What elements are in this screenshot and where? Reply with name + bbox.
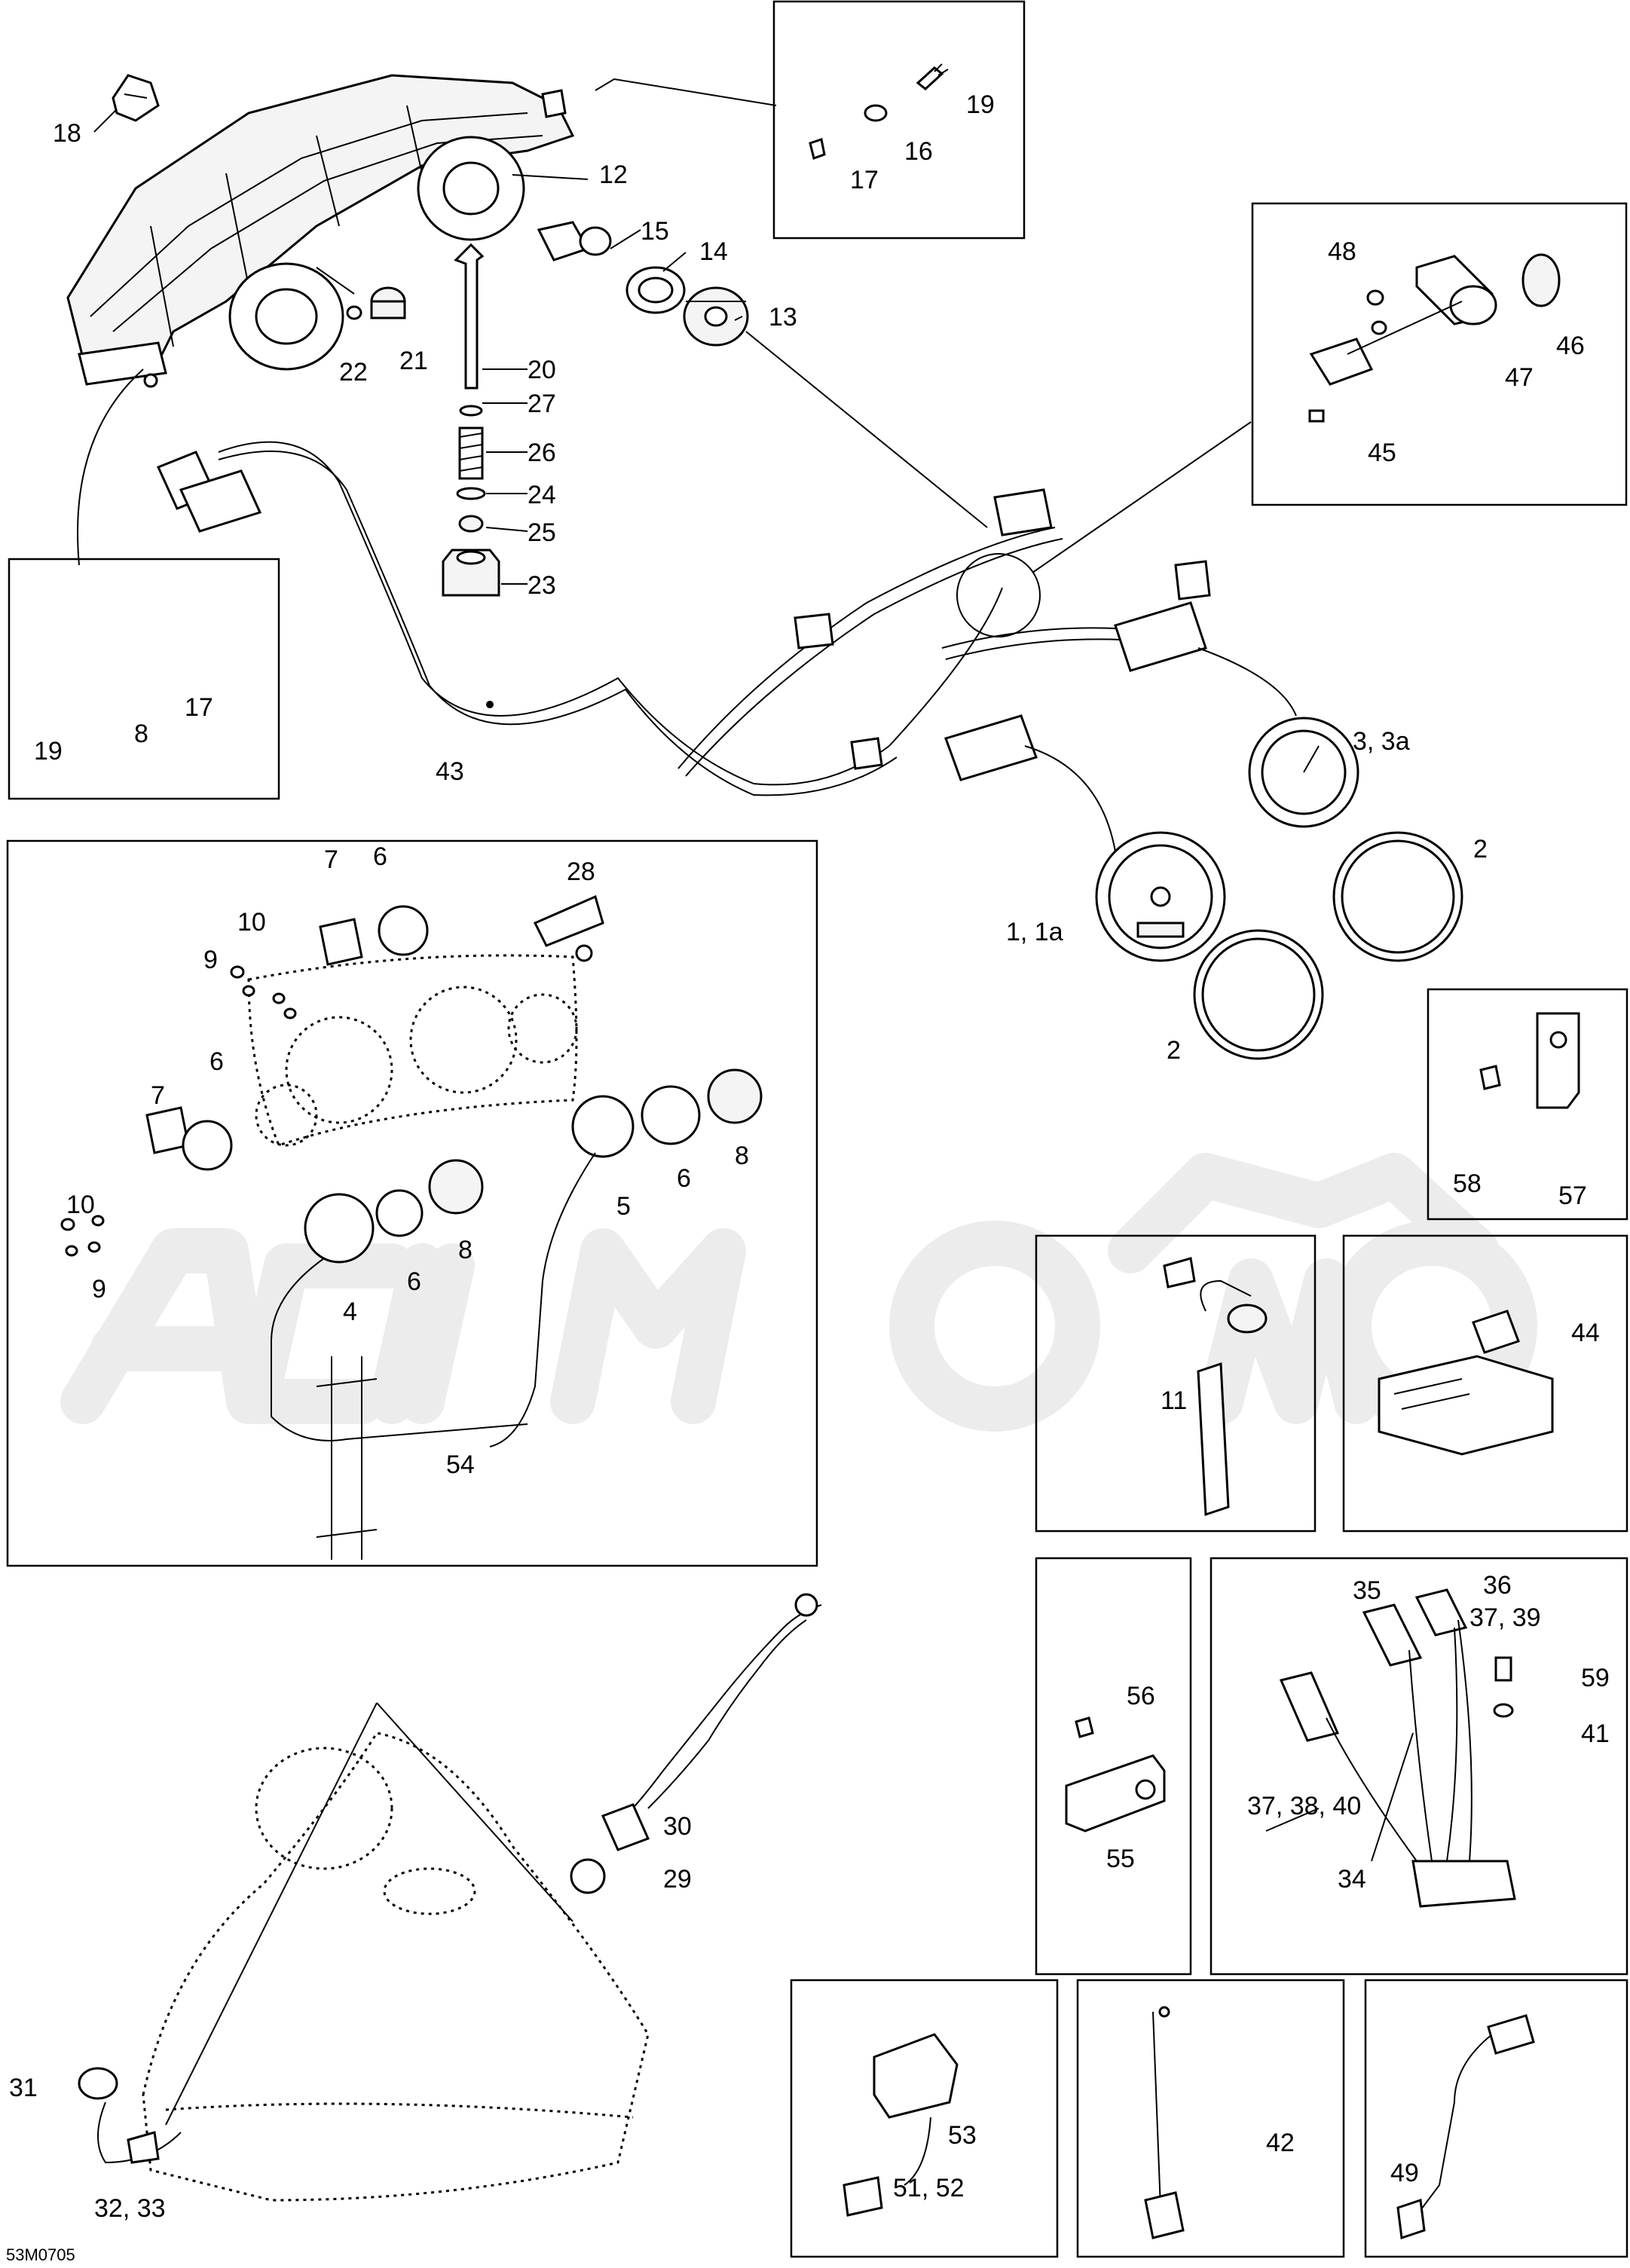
label-6b: 6 bbox=[209, 1047, 224, 1076]
wiring-harness-43 bbox=[156, 441, 1211, 796]
label-22: 22 bbox=[339, 358, 368, 387]
label-35: 35 bbox=[1353, 1576, 1381, 1605]
label-36: 36 bbox=[1483, 1571, 1512, 1600]
label-43: 43 bbox=[436, 757, 464, 786]
gauge-1 bbox=[1095, 831, 1226, 962]
label-3233: 32, 33 bbox=[94, 2194, 166, 2223]
inset-bracket-57-screw-58 bbox=[1479, 1012, 1580, 1109]
label-23: 23 bbox=[528, 571, 556, 600]
label-53: 53 bbox=[948, 2121, 977, 2150]
label-20: 20 bbox=[528, 356, 556, 384]
inset-bracket-55-screw-56 bbox=[1065, 1716, 1166, 1832]
label-29: 29 bbox=[663, 1865, 692, 1894]
inset-sensor-42 bbox=[1144, 2006, 1185, 2239]
boot-13 bbox=[683, 286, 749, 347]
label-373840: 37, 38, 40 bbox=[1247, 1792, 1361, 1820]
label-8c: 8 bbox=[458, 1236, 472, 1264]
label-54: 54 bbox=[446, 1450, 475, 1479]
label-14: 14 bbox=[699, 237, 728, 266]
label-10b: 10 bbox=[66, 1191, 95, 1219]
bulb-15 bbox=[537, 221, 612, 261]
label-48: 48 bbox=[1328, 237, 1356, 266]
leader-lines bbox=[93, 109, 1414, 1862]
label-5152: 51, 52 bbox=[893, 2174, 965, 2202]
label-1: 1, 1a bbox=[1006, 918, 1063, 946]
label-13: 13 bbox=[769, 303, 797, 332]
label-4: 4 bbox=[343, 1298, 357, 1326]
inset-fusebox-44 bbox=[1378, 1310, 1554, 1456]
label-9a: 9 bbox=[203, 946, 218, 974]
label-55: 55 bbox=[1106, 1845, 1135, 1873]
label-21: 21 bbox=[399, 347, 428, 375]
label-15: 15 bbox=[641, 217, 669, 246]
label-18: 18 bbox=[53, 119, 81, 148]
inset-boxes bbox=[6, 0, 1628, 2258]
instrument-cluster bbox=[60, 894, 763, 1560]
label-19a: 19 bbox=[966, 90, 995, 119]
label-3739: 37, 39 bbox=[1469, 1603, 1541, 1632]
lanyard-30 bbox=[570, 1593, 822, 1894]
label-46: 46 bbox=[1556, 332, 1585, 360]
label-57: 57 bbox=[1558, 1181, 1587, 1210]
label-7a: 7 bbox=[324, 845, 338, 874]
watermark bbox=[60, 1153, 1537, 1432]
callout-labels: 18 12 19 16 17 15 14 13 21 22 20 27 26 2… bbox=[6, 90, 1610, 2264]
label-34: 34 bbox=[1338, 1865, 1366, 1894]
label-49: 49 bbox=[1390, 2159, 1419, 2187]
label-25: 25 bbox=[528, 518, 556, 547]
label-8b: 8 bbox=[735, 1142, 749, 1170]
label-2b: 2 bbox=[1167, 1036, 1181, 1065]
label-17b: 17 bbox=[185, 693, 213, 722]
label-10a: 10 bbox=[237, 908, 266, 937]
headlight-housing bbox=[66, 74, 575, 388]
label-24: 24 bbox=[528, 481, 556, 509]
inset-switch-53 bbox=[843, 2033, 959, 2217]
clip-part-18 bbox=[112, 74, 160, 122]
label-6a: 6 bbox=[373, 842, 387, 871]
label-3: 3, 3a bbox=[1353, 727, 1410, 756]
label-12: 12 bbox=[599, 160, 628, 189]
label-26: 26 bbox=[528, 439, 556, 467]
label-19b: 19 bbox=[34, 737, 63, 766]
reference-code: 53M0705 bbox=[6, 2245, 75, 2264]
fairing-dotted bbox=[78, 1702, 650, 2202]
gauge-3 bbox=[1248, 717, 1359, 828]
label-7b: 7 bbox=[151, 1081, 165, 1110]
label-17a: 17 bbox=[850, 166, 879, 194]
retaining-ring-14 bbox=[625, 266, 686, 314]
label-16: 16 bbox=[904, 137, 933, 166]
label-6d: 6 bbox=[407, 1267, 421, 1296]
label-30: 30 bbox=[663, 1812, 692, 1841]
label-8a: 8 bbox=[134, 720, 148, 748]
label-27: 27 bbox=[528, 390, 556, 418]
label-56: 56 bbox=[1127, 1682, 1155, 1710]
label-47: 47 bbox=[1505, 363, 1534, 392]
arrows bbox=[77, 267, 1297, 852]
label-2a: 2 bbox=[1473, 835, 1488, 863]
bezel-ring-2 bbox=[1193, 831, 1463, 1060]
inset-sender-11 bbox=[1163, 1257, 1268, 1517]
grommet-21-nut-22 bbox=[346, 286, 406, 320]
inset-fasteners-16-17-19 bbox=[595, 63, 949, 160]
label-59: 59 bbox=[1581, 1664, 1610, 1692]
inset-regulator-34 bbox=[1279, 1588, 1516, 1908]
label-42: 42 bbox=[1266, 2129, 1295, 2157]
label-6c: 6 bbox=[677, 1164, 691, 1193]
label-58: 58 bbox=[1453, 1169, 1482, 1198]
label-28: 28 bbox=[567, 857, 595, 886]
inset-sensor-49 bbox=[1396, 2014, 1535, 2240]
label-45: 45 bbox=[1368, 439, 1396, 467]
label-11: 11 bbox=[1161, 1386, 1187, 1415]
label-9b: 9 bbox=[92, 1275, 106, 1304]
label-5: 5 bbox=[616, 1192, 631, 1221]
label-41: 41 bbox=[1581, 1719, 1610, 1748]
label-31: 31 bbox=[9, 2074, 38, 2102]
adjuster-stack bbox=[442, 243, 500, 597]
inset-relay-45-bracket-47 bbox=[1308, 253, 1561, 423]
label-44: 44 bbox=[1571, 1319, 1600, 1347]
